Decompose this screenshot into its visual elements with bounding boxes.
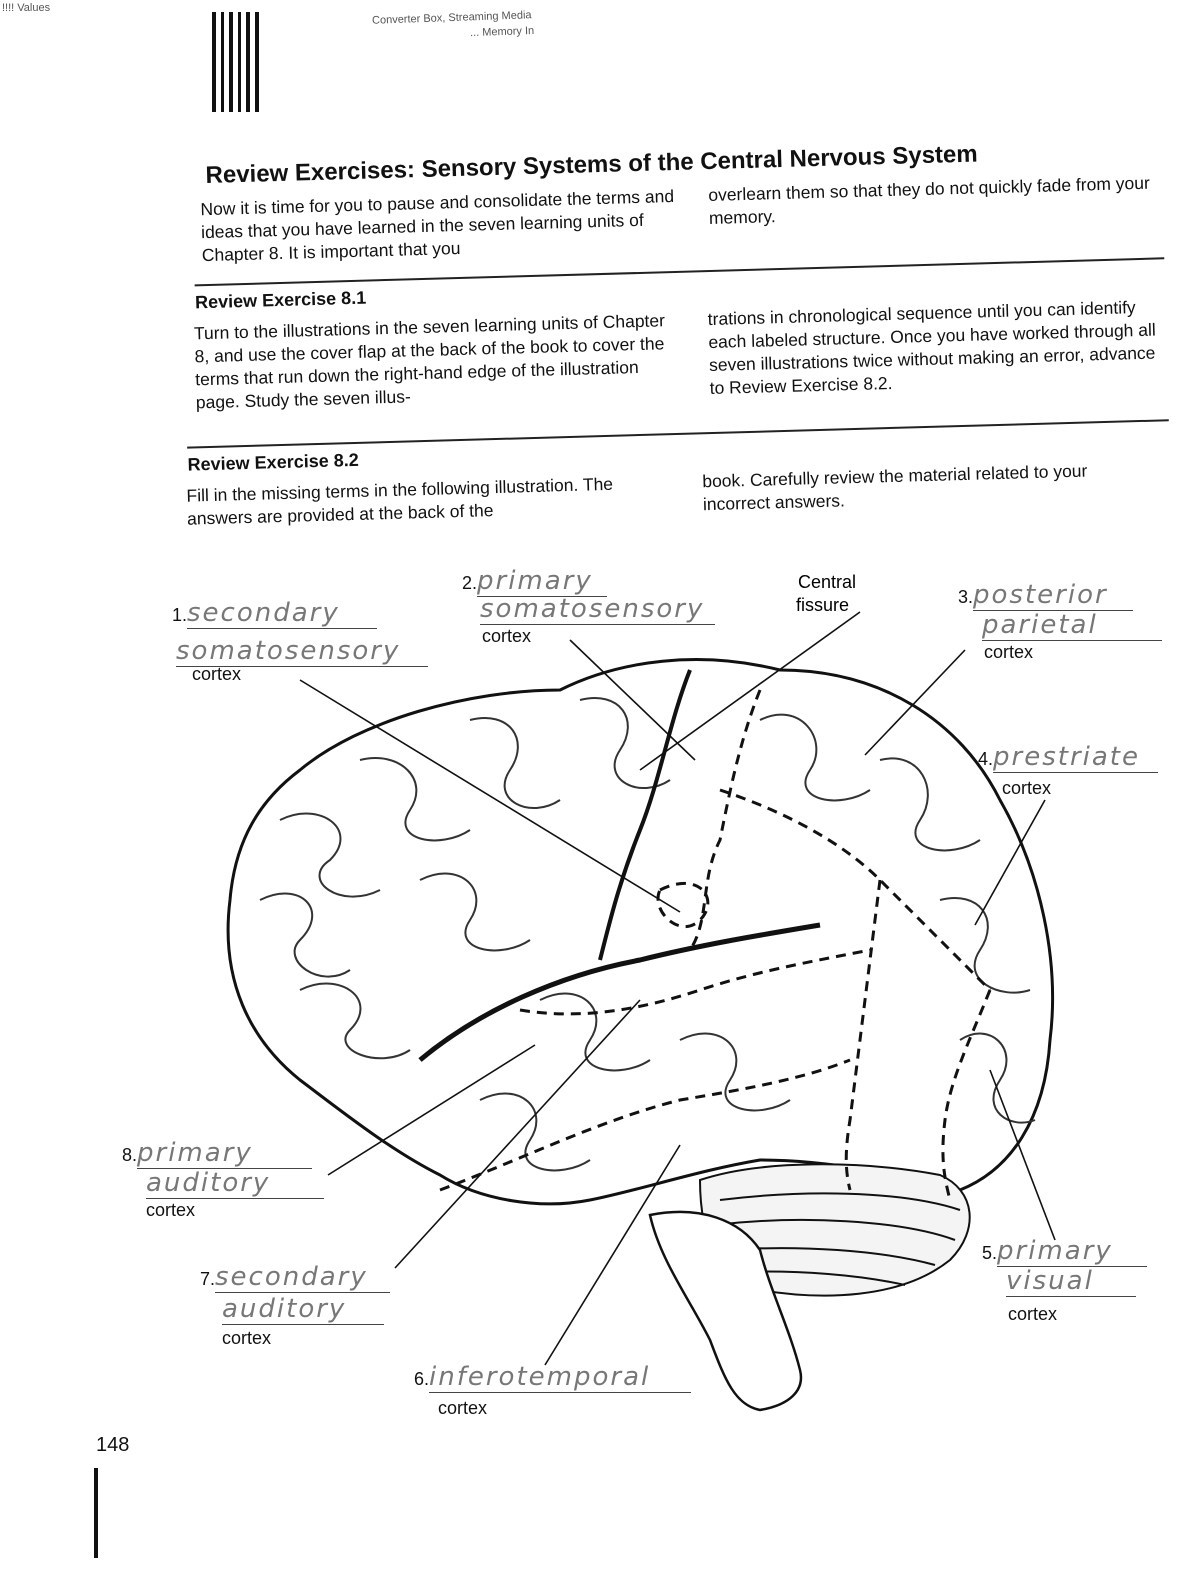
- cerebrum-outline: [226, 658, 1055, 1206]
- page-number: 148: [96, 1434, 130, 1456]
- label-number: 3.: [958, 587, 974, 607]
- cortex-label: cortex: [1008, 1304, 1058, 1324]
- label-4: 4.prestriate: [978, 742, 1159, 773]
- intro-right-text: overlearn them so that they do not quick…: [708, 172, 1151, 229]
- cortex-label: cortex: [438, 1398, 488, 1418]
- intro-left-text: Now it is time for you to pause and cons…: [200, 185, 675, 266]
- sulci-texture: [259, 697, 1036, 1172]
- handwritten-answer: visual: [1006, 1266, 1136, 1297]
- handwritten-answer: parietal: [982, 610, 1162, 641]
- exercise-8-1-left-text: Turn to the illustrations in the seven l…: [193, 310, 666, 413]
- handwritten-answer: primary: [477, 566, 608, 597]
- cortex-label: cortex: [1002, 778, 1052, 798]
- handwritten-answer: somatosensory: [480, 594, 715, 625]
- cortex-label: cortex: [146, 1200, 196, 1220]
- exercise-8-1-right-text: trations in chronological sequence until…: [707, 297, 1157, 399]
- handwritten-answer: secondary: [187, 598, 378, 629]
- margin-marker: [94, 1468, 98, 1558]
- cortex-label: cortex: [482, 626, 532, 646]
- label-number: 5.: [982, 1243, 998, 1263]
- label-number: 8.: [122, 1145, 138, 1165]
- barcode-marks: [212, 12, 268, 112]
- handwritten-answer: auditory: [222, 1294, 384, 1325]
- handwritten-answer: primary: [137, 1138, 313, 1169]
- header-scrap-text: !!!! Values: [2, 2, 51, 14]
- exercise-8-2-right-text: book. Carefully review the material rela…: [702, 460, 1088, 515]
- label-7: 7.secondary: [200, 1262, 391, 1293]
- divider: [187, 419, 1169, 449]
- label-number: 2.: [462, 573, 478, 593]
- label-number: 4.: [978, 749, 994, 769]
- label-number: 1.: [172, 605, 188, 625]
- label-2: 2.primary: [462, 566, 608, 597]
- leader-lines: [299, 611, 1056, 1366]
- central-fissure-label: Central: [798, 572, 856, 592]
- label-5: 5.primary: [982, 1236, 1148, 1267]
- cortex-label: cortex: [192, 664, 242, 684]
- exercise-8-1-heading: Review Exercise 8.1: [194, 287, 367, 313]
- label-3: 3.posterior: [958, 580, 1134, 611]
- handwritten-answer: inferotemporal: [429, 1362, 692, 1393]
- region-boundaries: [439, 689, 992, 1201]
- brain-diagram: Central fissure: [226, 572, 1056, 1412]
- label-number: 7.: [200, 1269, 216, 1289]
- handwritten-answer: primary: [997, 1236, 1148, 1267]
- cortex-label: cortex: [984, 642, 1034, 662]
- central-fissure: [598, 669, 692, 961]
- handwritten-answer: prestriate: [993, 742, 1159, 773]
- central-fissure-label: fissure: [796, 595, 849, 615]
- cerebellum: [698, 1163, 971, 1297]
- handwritten-answer: auditory: [146, 1168, 324, 1199]
- label-1: 1.secondary: [172, 598, 378, 629]
- label-6: 6.inferotemporal: [414, 1362, 692, 1393]
- exercise-8-2-left-text: Fill in the missing terms in the followi…: [186, 473, 614, 529]
- label-8: 8.primary: [122, 1138, 313, 1169]
- handwritten-answer: secondary: [215, 1262, 391, 1293]
- handwritten-answer: somatosensory: [176, 636, 428, 667]
- exercise-8-2-heading: Review Exercise 8.2: [187, 449, 359, 475]
- cortex-label: cortex: [222, 1328, 272, 1348]
- brainstem: [648, 1210, 803, 1412]
- handwritten-answer: posterior: [973, 580, 1134, 611]
- label-number: 6.: [414, 1369, 430, 1389]
- lateral-sulcus: [418, 922, 821, 1062]
